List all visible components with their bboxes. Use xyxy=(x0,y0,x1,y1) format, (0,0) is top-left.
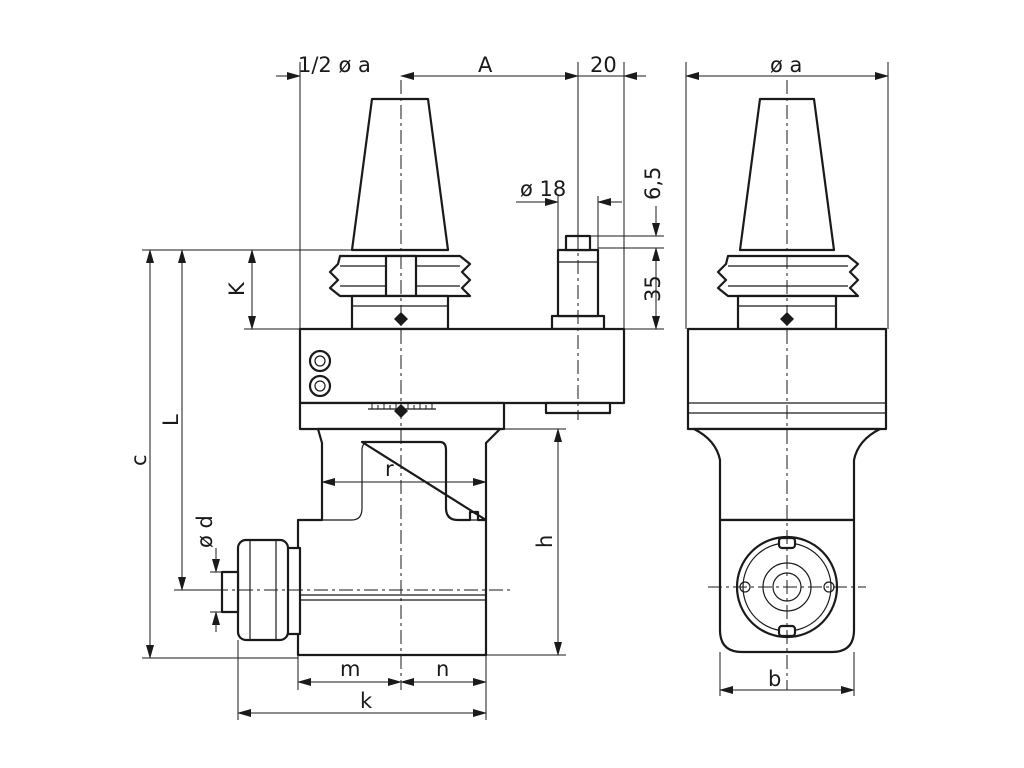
dimension-labels: 1/2 ø a A 20 ø a ø 18 6,5 35 K c L ø d r… xyxy=(127,53,802,713)
label-m: m xyxy=(340,657,360,681)
label-dia-a: ø a xyxy=(770,53,802,77)
label-20: 20 xyxy=(590,53,617,77)
label-b: b xyxy=(768,667,781,691)
main-housing xyxy=(298,327,626,405)
label-dia-18: ø 18 xyxy=(520,177,566,201)
side-view xyxy=(214,80,626,690)
label-A: A xyxy=(478,53,493,77)
tool-shank xyxy=(220,570,240,614)
front-view xyxy=(686,80,888,690)
label-dia-d: ø d xyxy=(193,515,217,548)
label-k: k xyxy=(360,689,373,713)
label-c: c xyxy=(127,454,151,466)
label-6-5: 6,5 xyxy=(641,167,665,200)
label-h: h xyxy=(533,535,557,548)
label-half-dia-a: 1/2 ø a xyxy=(298,53,371,77)
label-K: K xyxy=(225,281,249,296)
dimensions xyxy=(142,62,889,720)
coolant-pin xyxy=(556,248,600,318)
front-flange xyxy=(716,254,860,298)
angle-body xyxy=(296,427,502,657)
label-L: L xyxy=(159,414,183,426)
label-n: n xyxy=(436,657,449,681)
taper-shank xyxy=(350,97,450,252)
label-r: r xyxy=(385,457,394,481)
label-35: 35 xyxy=(641,275,665,302)
